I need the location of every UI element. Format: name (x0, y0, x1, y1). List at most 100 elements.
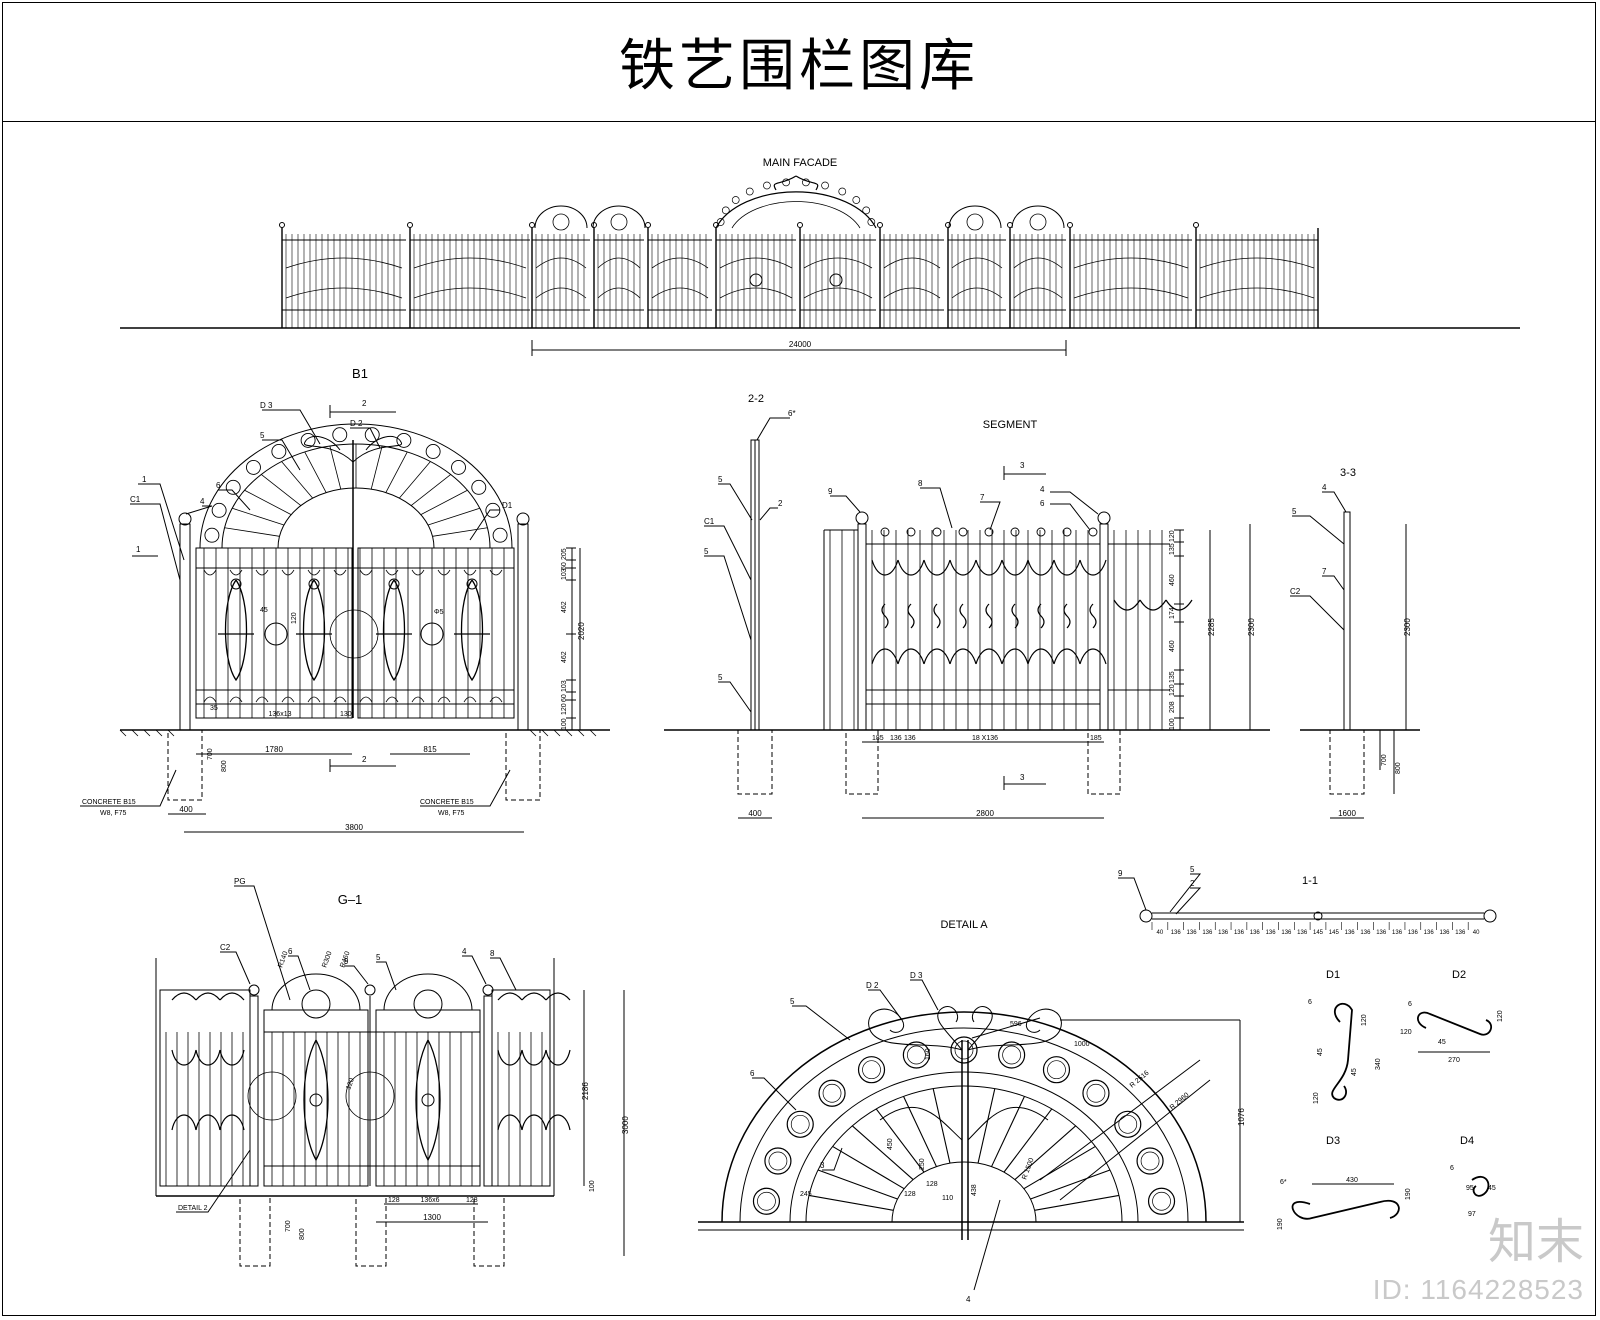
detail-a-110: 110 (942, 1195, 953, 1202)
b1-dim-bar: 136x13 (269, 711, 292, 718)
segment-scroll (923, 648, 951, 665)
d1-label: D1 (1326, 969, 1340, 981)
detail-a-ring-inner (954, 1040, 974, 1060)
b1-scroll (382, 579, 406, 682)
d2-dim-1: 120 (1400, 1029, 1412, 1036)
segment-scroll (1001, 648, 1029, 665)
b1-arch-ornament (204, 427, 508, 543)
g1-scroll (195, 992, 221, 1001)
facade-arch-ring (867, 218, 876, 226)
b1-arch-ray (370, 445, 383, 490)
b1-arch-ring (204, 527, 220, 543)
b1-frieze (489, 569, 503, 576)
b1-scroll-eye (230, 578, 242, 590)
b1-scroll (224, 579, 248, 682)
detail-a-ray (1023, 1145, 1096, 1190)
detail-a-ray (832, 1145, 905, 1190)
facade-rosette (552, 213, 570, 231)
g1-callout-8: 8 (490, 949, 495, 958)
b1-callout-1: 1 (142, 475, 147, 484)
d4-callout: 6 (1450, 1165, 1454, 1172)
d3-callout: 6* (1280, 1179, 1287, 1186)
facade-scroll (1073, 287, 1189, 299)
g1-scroll (497, 1114, 523, 1131)
d3-dim-1: 190 (1405, 1188, 1412, 1200)
facade-scroll (1073, 257, 1189, 269)
b1-note-r45: 45 (260, 607, 268, 614)
facade-arch-ring (716, 218, 725, 226)
segment-scroll (1053, 559, 1081, 576)
b1-callout-d2: D 2 (350, 419, 363, 428)
b1-label: B1 (352, 366, 368, 381)
segment-scroll (975, 559, 1003, 576)
segment-scroll (1089, 603, 1097, 629)
g1-dim-2186: 2186 (581, 1082, 590, 1100)
segment-scroll (949, 648, 977, 665)
d2-dim-0: 120 (1497, 1010, 1504, 1022)
b1-scroll (302, 579, 326, 682)
d4-dim-1: 45 (1488, 1185, 1496, 1192)
d1-dim-3: 45 (1351, 1068, 1358, 1076)
detail-a-ray (875, 1108, 925, 1173)
s33-dim-post: 1600 (1338, 809, 1356, 818)
b1-arch-ray (244, 489, 292, 516)
detail-a-ray (1003, 1108, 1053, 1173)
d1-dim-0: 120 (1361, 1014, 1368, 1026)
segment-callout-9: 9 (828, 487, 833, 496)
g1-dim-e2: 128 (466, 1197, 478, 1204)
b1-callout-4: 4 (200, 497, 205, 506)
g1-scroll (521, 1049, 547, 1066)
detail-a-ring-inner (1002, 1045, 1021, 1065)
facade-arch-ring (721, 206, 730, 215)
detail-a-r450: 450 (887, 1138, 894, 1150)
b1-note-concrete-right: CONCRETE B15 (420, 799, 474, 806)
segment-height-b: 2300 (1247, 618, 1256, 636)
s11-spacing-value: 136 (1439, 930, 1450, 936)
facade-panels (279, 175, 1319, 328)
b1-note-r120: 120 (291, 612, 298, 624)
b1-note-spec-right: W8, F75 (438, 810, 465, 817)
detail-a-ring (1042, 1056, 1071, 1084)
facade-scroll (285, 287, 403, 299)
d3-dim-2: 190 (1277, 1218, 1284, 1230)
b1-arch-ring (451, 459, 466, 475)
detail-a-r2516: R 2516 (1129, 1070, 1151, 1090)
b1-frieze (437, 569, 451, 576)
b1-callout-d1: D1 (502, 501, 513, 510)
detail-a-ring-inner (1047, 1060, 1066, 1080)
g1-scroll (171, 992, 197, 1001)
g1-scroll (171, 1049, 197, 1066)
segment-dim-bars: 18 X136 (972, 735, 998, 742)
b1-frieze (229, 569, 243, 576)
b1-dim-gap: 35 (210, 705, 218, 712)
detail-a-ray (991, 1096, 1025, 1167)
s33-callout-4: 4 (1322, 483, 1327, 492)
b1-scroll-eye (388, 578, 400, 590)
detail-a-ring (1136, 1147, 1164, 1175)
segment-section-mark-top: 3 (1020, 461, 1025, 470)
segment-section-mark-bottom: 3 (1020, 773, 1025, 782)
facade-arch (534, 205, 588, 229)
b1-frieze (359, 696, 373, 703)
detail-a-ring (950, 1036, 978, 1064)
b1-frieze (411, 696, 425, 703)
detail-a-r160: 160 (925, 1048, 932, 1060)
facade-scroll (597, 257, 641, 269)
b1-dim-left-leaf: 1780 (265, 745, 283, 754)
s11-spacing-value: 136 (1297, 930, 1308, 936)
facade-scroll (883, 287, 941, 299)
segment-scroll (959, 603, 967, 629)
main-facade-label: MAIN FACADE (763, 157, 838, 169)
detail-a-245: 245 (800, 1191, 812, 1198)
g1-callout-9: 9 (344, 957, 349, 966)
b1-frieze (203, 696, 217, 703)
facade-scroll (719, 257, 793, 269)
facade-crown (773, 175, 819, 191)
d4-detail: D4 6 95 45 97 (1450, 1135, 1496, 1218)
detail-a-ray (817, 1169, 898, 1200)
segment-scroll (1011, 603, 1019, 629)
